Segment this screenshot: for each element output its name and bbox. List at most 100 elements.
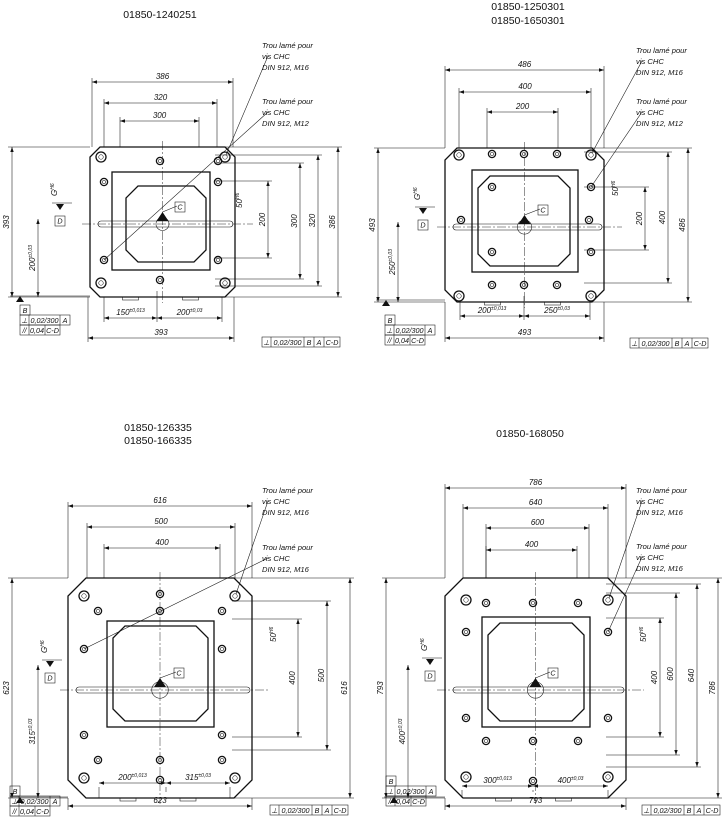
window-opening <box>112 625 209 722</box>
mounting-tab <box>555 797 572 802</box>
right-dimension: 400 <box>288 671 297 685</box>
bolt-hole-bore <box>522 283 526 287</box>
top-dimension: 786 <box>529 478 543 487</box>
bolt-hole-bore <box>158 758 162 762</box>
arrowhead <box>686 297 690 302</box>
parallelism-symbol: // <box>22 326 28 335</box>
arrowhead <box>104 101 109 105</box>
perpendicularity-datum: A <box>52 797 58 806</box>
bore-fit-tolerance: H6 <box>269 626 275 633</box>
perpendicularity-symbol: ⊥ <box>11 797 17 806</box>
bottom-total-dimension: 493 <box>518 328 532 337</box>
bolt-hole-bore <box>232 593 238 599</box>
arrowhead <box>348 793 352 798</box>
bolt-hole <box>217 606 227 616</box>
arrowhead <box>462 784 467 788</box>
parallelism-value: 0,04 <box>30 326 44 335</box>
datum-c-leader <box>162 205 178 213</box>
hole-note-line: vis CHC <box>636 497 664 506</box>
bottom-dimension-a-tolerance: ±0,013 <box>132 773 147 779</box>
arrowhead <box>463 506 468 510</box>
bolt-hole <box>528 776 538 786</box>
bolt-hole <box>217 730 227 740</box>
arrowhead <box>572 548 577 552</box>
bolt-hole <box>213 255 223 265</box>
hole-note-line: DIN 912, M16 <box>262 565 310 574</box>
note-leader <box>83 557 269 650</box>
arrowhead <box>230 525 235 529</box>
arrowhead <box>161 781 166 785</box>
arrowhead <box>666 278 670 283</box>
arrowhead <box>120 119 125 123</box>
arrowhead <box>325 745 329 750</box>
left-total-dimension: 493 <box>368 218 377 232</box>
arrowhead <box>686 148 690 153</box>
arrowhead <box>459 90 464 94</box>
datum-d-label-frame <box>54 215 66 227</box>
bolt-hole <box>519 280 529 290</box>
mounting-tab <box>179 797 197 802</box>
bolt-hole-bore <box>490 250 494 254</box>
datum-c-leader <box>159 671 177 679</box>
top-dimension: 400 <box>525 540 539 549</box>
hole-note-line: Trou lamé pour <box>262 41 313 50</box>
bolt-hole-bore <box>220 733 224 737</box>
bolt-hole-bore <box>606 630 610 634</box>
arrowhead <box>336 292 340 297</box>
bottom-tolerance-frame <box>629 337 709 349</box>
arrowhead <box>229 336 234 340</box>
right-dimension: 400 <box>650 670 659 684</box>
bore-fit-value: 50 <box>639 633 648 642</box>
bottom-tolerance-value: 0,02/300 <box>274 338 302 347</box>
bottom-total-dimension: 623 <box>153 796 167 805</box>
hole-note-line: DIN 912, M16 <box>262 508 310 517</box>
bolt-hole-bore <box>587 218 591 222</box>
bottom-tolerance-datum-b: B <box>675 339 680 348</box>
left-total-dimension: 393 <box>2 215 11 229</box>
bottom-total-dimension: 393 <box>154 328 168 337</box>
arrowhead <box>643 245 647 250</box>
key-fit-letter: G <box>420 645 429 651</box>
arrowhead <box>716 793 720 798</box>
bolt-hole-bore <box>81 593 87 599</box>
bottom-tolerance-datum-cd: C-D <box>334 806 347 815</box>
bottom-tolerance-datum-b: B <box>687 806 692 815</box>
window-frame <box>481 616 591 728</box>
bolt-hole-bore <box>605 597 611 603</box>
datum-d-triangle <box>56 204 64 210</box>
hole-note-line: Trou lamé pour <box>636 97 687 106</box>
datum-c-label-frame <box>173 667 185 679</box>
bolt-hole <box>456 215 466 225</box>
bolt-hole-bore <box>588 152 594 158</box>
right-dimension: 600 <box>666 667 675 681</box>
bolt-hole <box>461 713 471 723</box>
bottom-dimension-a-tolerance: ±0,013 <box>491 306 506 312</box>
arrowhead <box>10 292 14 297</box>
top-dimension: 616 <box>153 496 167 505</box>
right-dimension: 786 <box>708 681 717 695</box>
datum-d-triangle <box>426 659 434 665</box>
perpendicularity-symbol: ⊥ <box>387 787 393 796</box>
mounting-tab <box>122 296 139 301</box>
bottom-tolerance-datum-b: B <box>315 806 320 815</box>
arrowhead <box>104 316 109 320</box>
window-frame <box>106 620 215 728</box>
left-offset-dimension-value: 400 <box>398 731 407 745</box>
bolt-hole-bore <box>531 779 535 783</box>
bolt-hole-bore <box>222 154 228 160</box>
bottom-dimension-b: 250±0,03 <box>543 306 570 315</box>
bottom-tolerance-symbol: ⊥ <box>643 806 649 815</box>
arrowhead <box>603 506 608 510</box>
bolt-hole-bore <box>158 278 162 282</box>
left-total-dimension: 623 <box>2 681 11 695</box>
bolt-hole-bore <box>102 180 106 184</box>
left-offset-dimension-tolerance: ±0,03 <box>398 718 404 731</box>
bottom-tolerance-datum-a: A <box>324 806 330 815</box>
bottom-tolerance-datum-cd: C-D <box>326 338 339 347</box>
bottom-tolerance-datum-a: A <box>684 339 690 348</box>
datum-c-triangle <box>518 215 531 224</box>
bottom-dimension-b-value: 400 <box>558 776 572 785</box>
bolt-hole-bore <box>605 774 611 780</box>
bolt-hole <box>586 247 596 257</box>
arrowhead <box>316 281 320 286</box>
